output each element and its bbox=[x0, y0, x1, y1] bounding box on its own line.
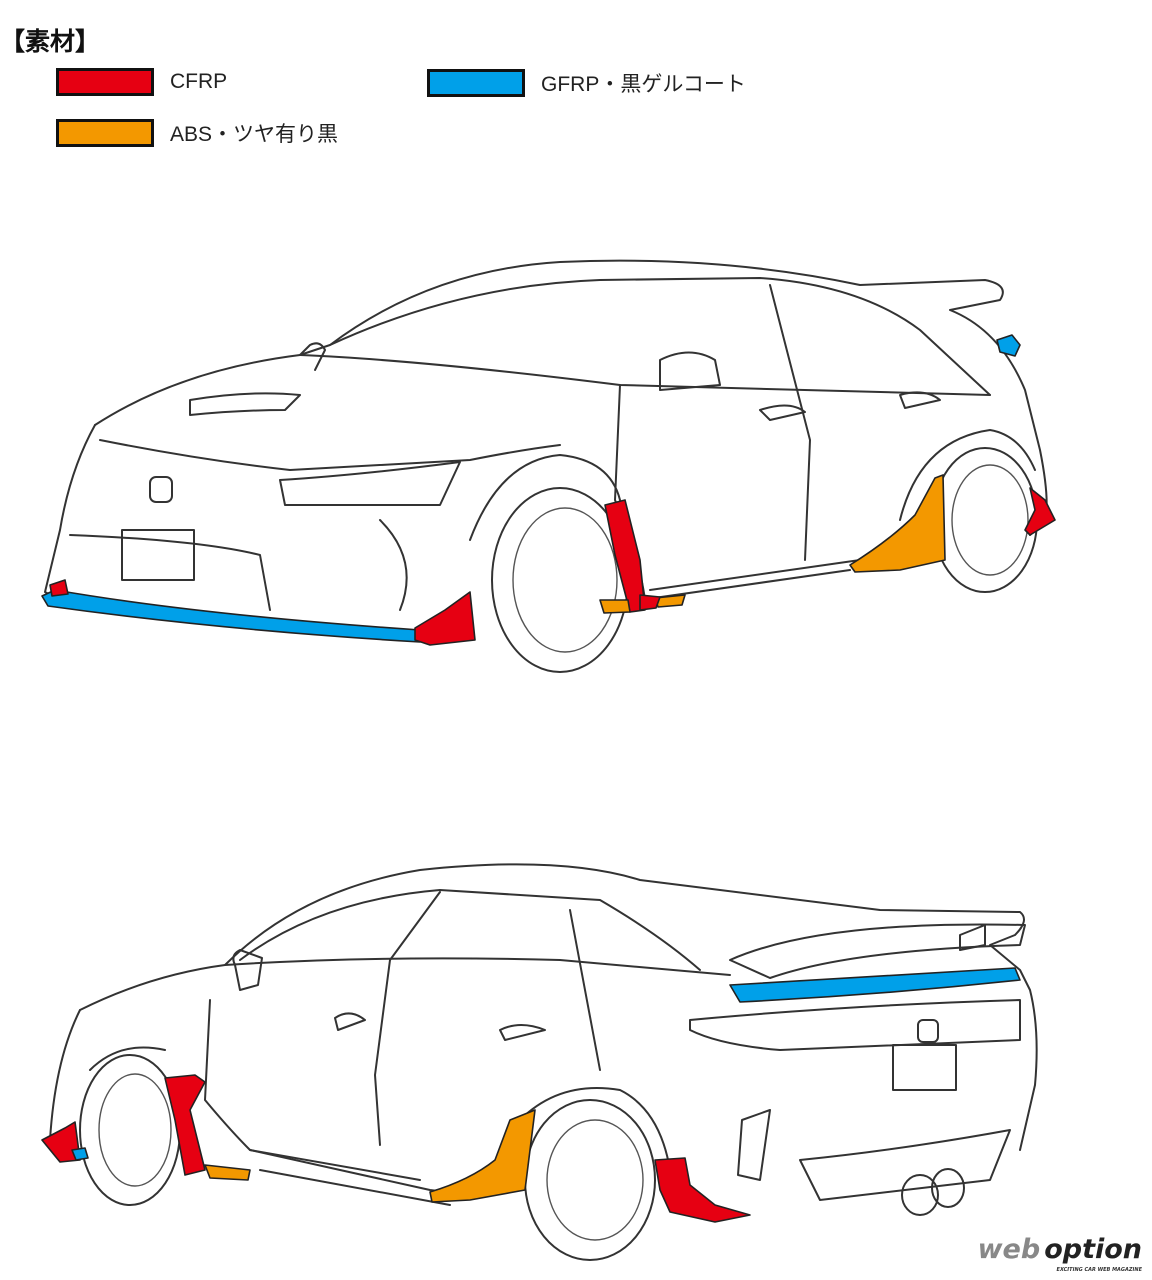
legend-cfrp: CFRP bbox=[56, 68, 227, 96]
logo-text-option: option bbox=[1044, 1234, 1142, 1265]
front-three-quarter-car bbox=[41, 259, 1056, 673]
legend-swatch-gfrp bbox=[427, 69, 525, 97]
logo-tagline: EXCITING CAR WEB MAGAZINE bbox=[1056, 1267, 1142, 1273]
legend-label: CFRP bbox=[170, 70, 228, 93]
section-title: 【素材】 bbox=[0, 27, 101, 56]
legend-label: GFRP・黒ゲルコート bbox=[541, 73, 746, 96]
legend-swatch-cfrp bbox=[56, 68, 154, 96]
rear-three-quarter-car bbox=[41, 863, 1038, 1261]
legend-swatch-abs bbox=[56, 119, 154, 147]
legend-abs: ABS・ツヤ有り黒 bbox=[56, 118, 338, 148]
legend-label: ABS・ツヤ有り黒 bbox=[170, 123, 339, 146]
logo-text-web: web bbox=[977, 1234, 1041, 1265]
legend-gfrp: GFRP・黒ゲルコート bbox=[427, 68, 746, 98]
